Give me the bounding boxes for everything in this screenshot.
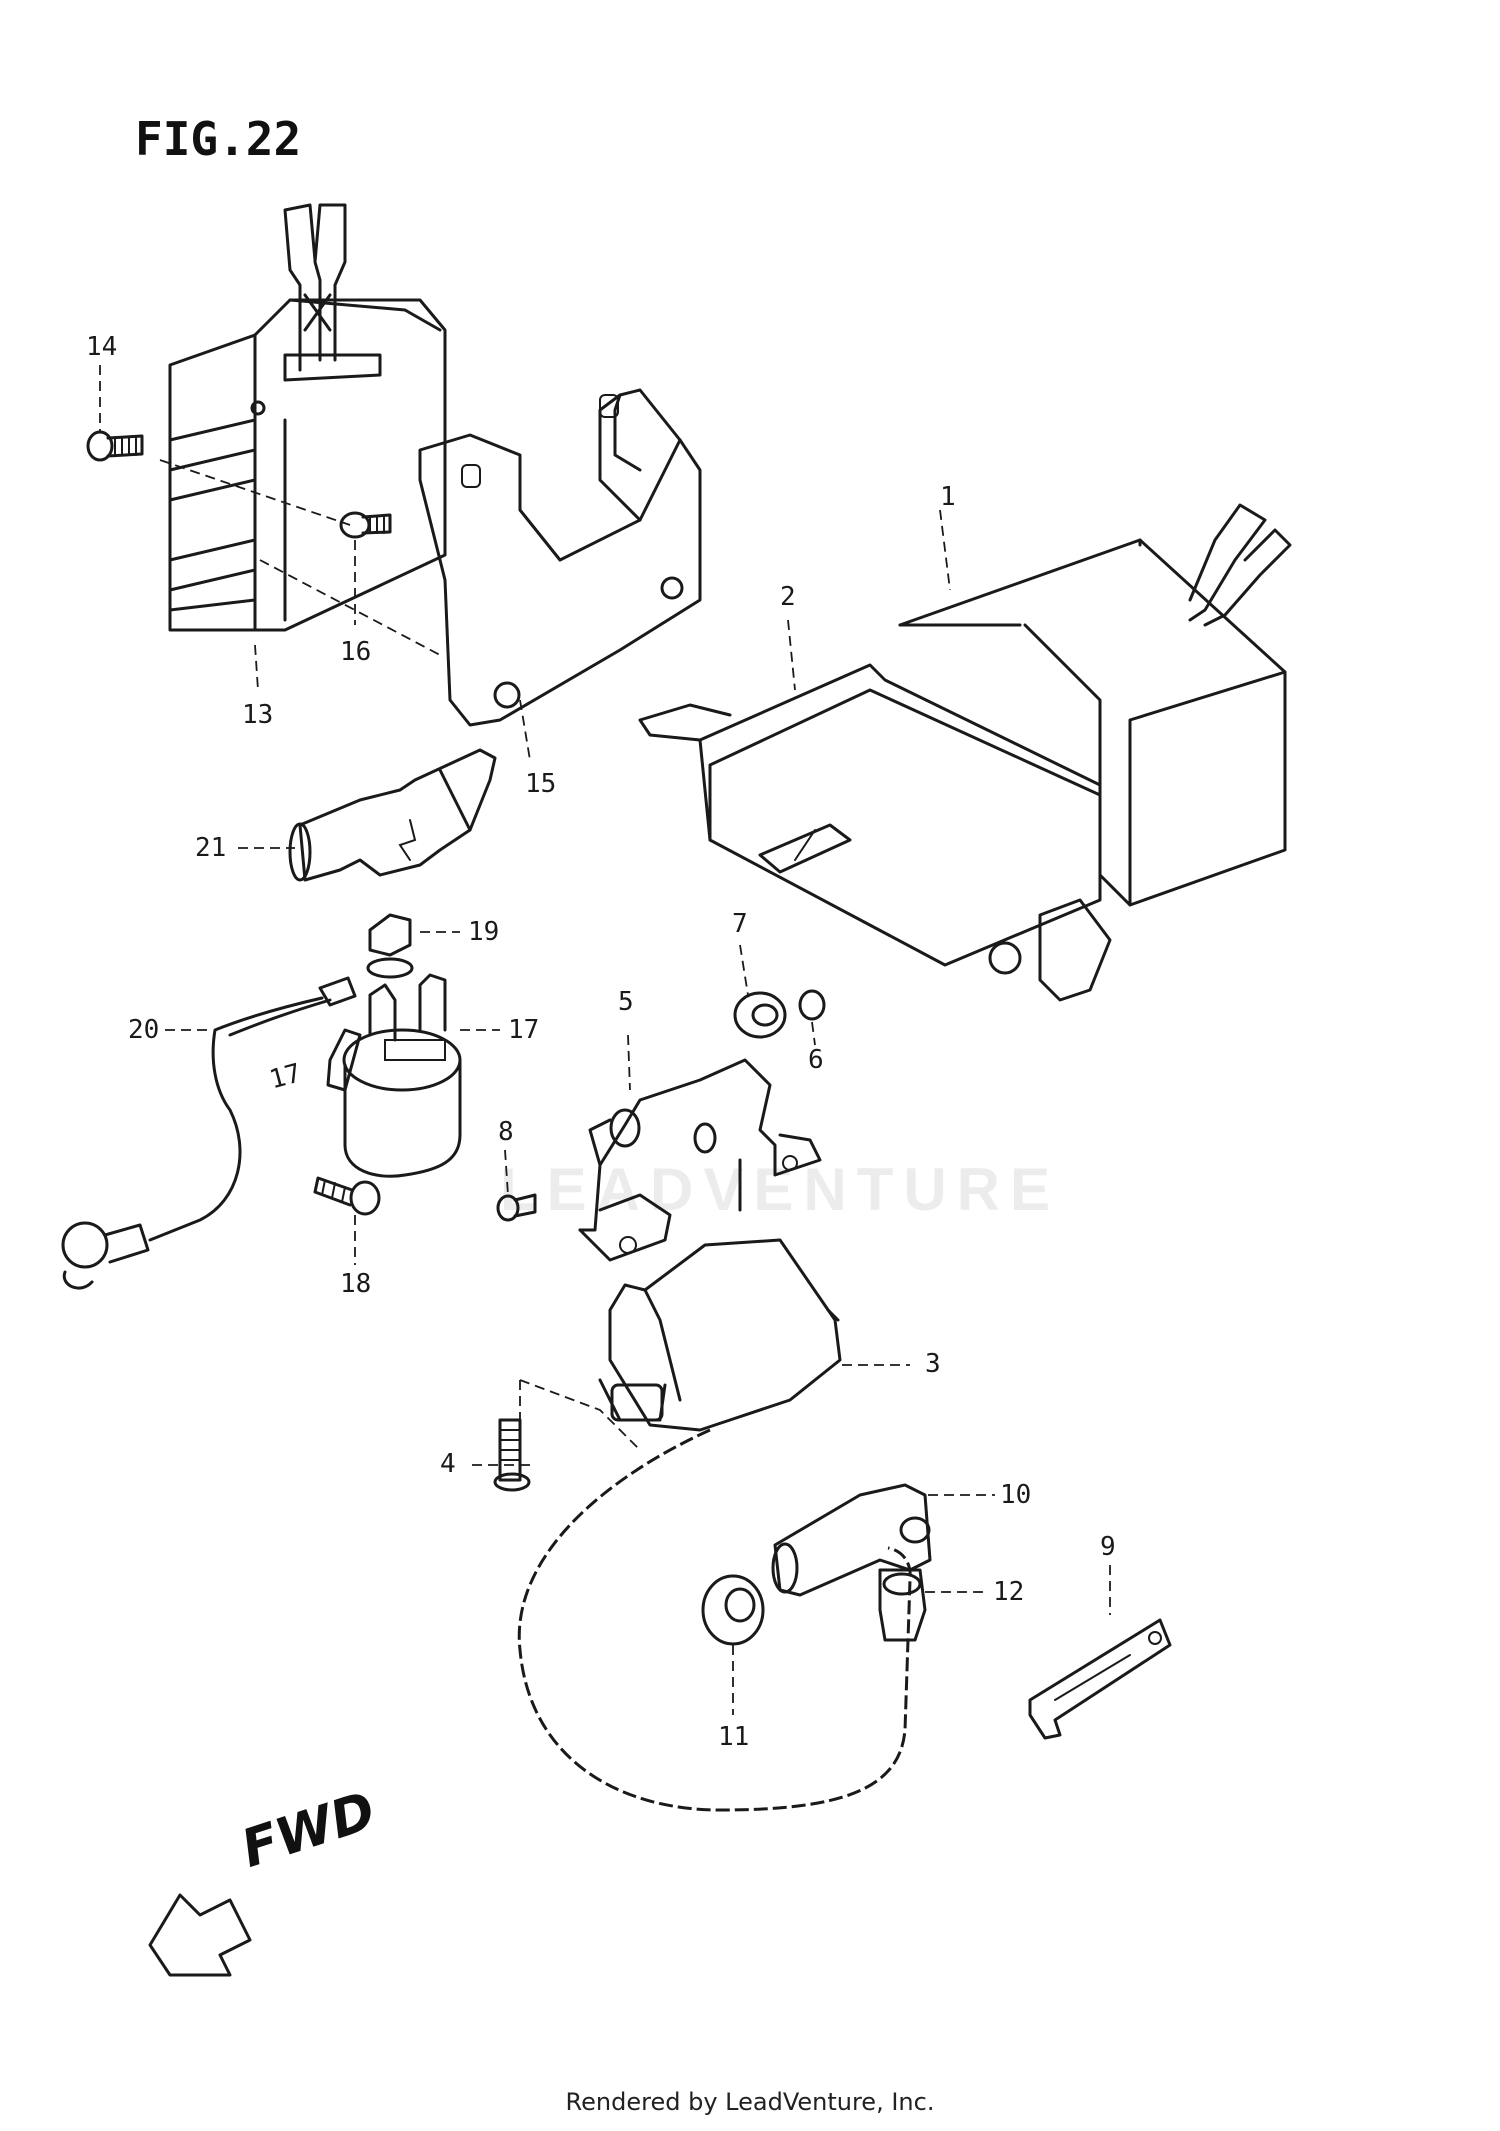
callout-2: 2 (780, 582, 796, 612)
callout-7: 7 (732, 909, 748, 939)
forward-label: FWD (235, 1781, 383, 1880)
clamp-part-9 (1028, 1618, 1172, 1740)
callout-10: 10 (1000, 1480, 1031, 1510)
callout-13: 13 (242, 700, 273, 730)
callout-21: 21 (195, 833, 226, 863)
watermark-text: LEADVENTURE (500, 1156, 1060, 1223)
callout-labels: 1 2 3 4 5 6 7 8 9 10 11 12 13 14 15 16 1… (86, 332, 1116, 1752)
callout-14: 14 (86, 332, 117, 362)
callout-12: 12 (993, 1577, 1024, 1607)
callout-8: 8 (498, 1117, 514, 1147)
callout-4: 4 (440, 1449, 456, 1479)
callout-11: 11 (718, 1722, 749, 1752)
starter-relay-part-17 (326, 973, 462, 1178)
callout-19: 19 (468, 917, 499, 947)
lead-wire-part-20 (61, 976, 357, 1290)
figure-title: FIG.22 (135, 112, 301, 166)
callout-18: 18 (340, 1269, 371, 1299)
callout-17: 17 (508, 1015, 539, 1045)
high-tension-lead (517, 1428, 912, 1812)
nut-part-6 (798, 989, 826, 1021)
forward-arrow-icon (148, 1893, 252, 1977)
screw-part-8 (496, 1193, 537, 1222)
footer-credit: Rendered by LeadVenture, Inc. (565, 2088, 935, 2116)
grommet-part-11 (701, 1574, 765, 1646)
rectifier-regulator-part-13 (168, 203, 447, 632)
ignition-coil-part-3 (598, 1238, 842, 1432)
plug-cap-part-10 (771, 1483, 932, 1597)
callout-6: 6 (808, 1045, 824, 1075)
forward-direction-indicator: FWD (148, 1781, 383, 1977)
leader-lines (99, 365, 1111, 1715)
callout-5: 5 (618, 987, 634, 1017)
coil-bracket-part-5 (578, 1058, 822, 1262)
cap-part-21 (288, 748, 497, 882)
callout-1: 1 (940, 482, 956, 512)
screw-part-16 (339, 511, 392, 539)
callout-9: 9 (1100, 1532, 1116, 1562)
callout-17-secondary: 17 (266, 1058, 304, 1095)
bolt-part-4 (493, 1418, 531, 1492)
screw-part-18 (313, 1176, 381, 1216)
nut-part-19 (366, 913, 414, 979)
ignition-module-part-2 (638, 663, 1112, 1002)
plug-terminal-part-12 (878, 1568, 927, 1642)
callout-20: 20 (128, 1015, 159, 1045)
screw-part-14 (86, 430, 144, 462)
washer-part-7 (733, 991, 787, 1039)
mounting-bracket-part-15 (418, 388, 702, 727)
cdi-unit-part-1 (898, 503, 1292, 907)
callout-3: 3 (925, 1349, 941, 1379)
callout-16: 16 (340, 637, 371, 667)
callout-15: 15 (525, 769, 556, 799)
